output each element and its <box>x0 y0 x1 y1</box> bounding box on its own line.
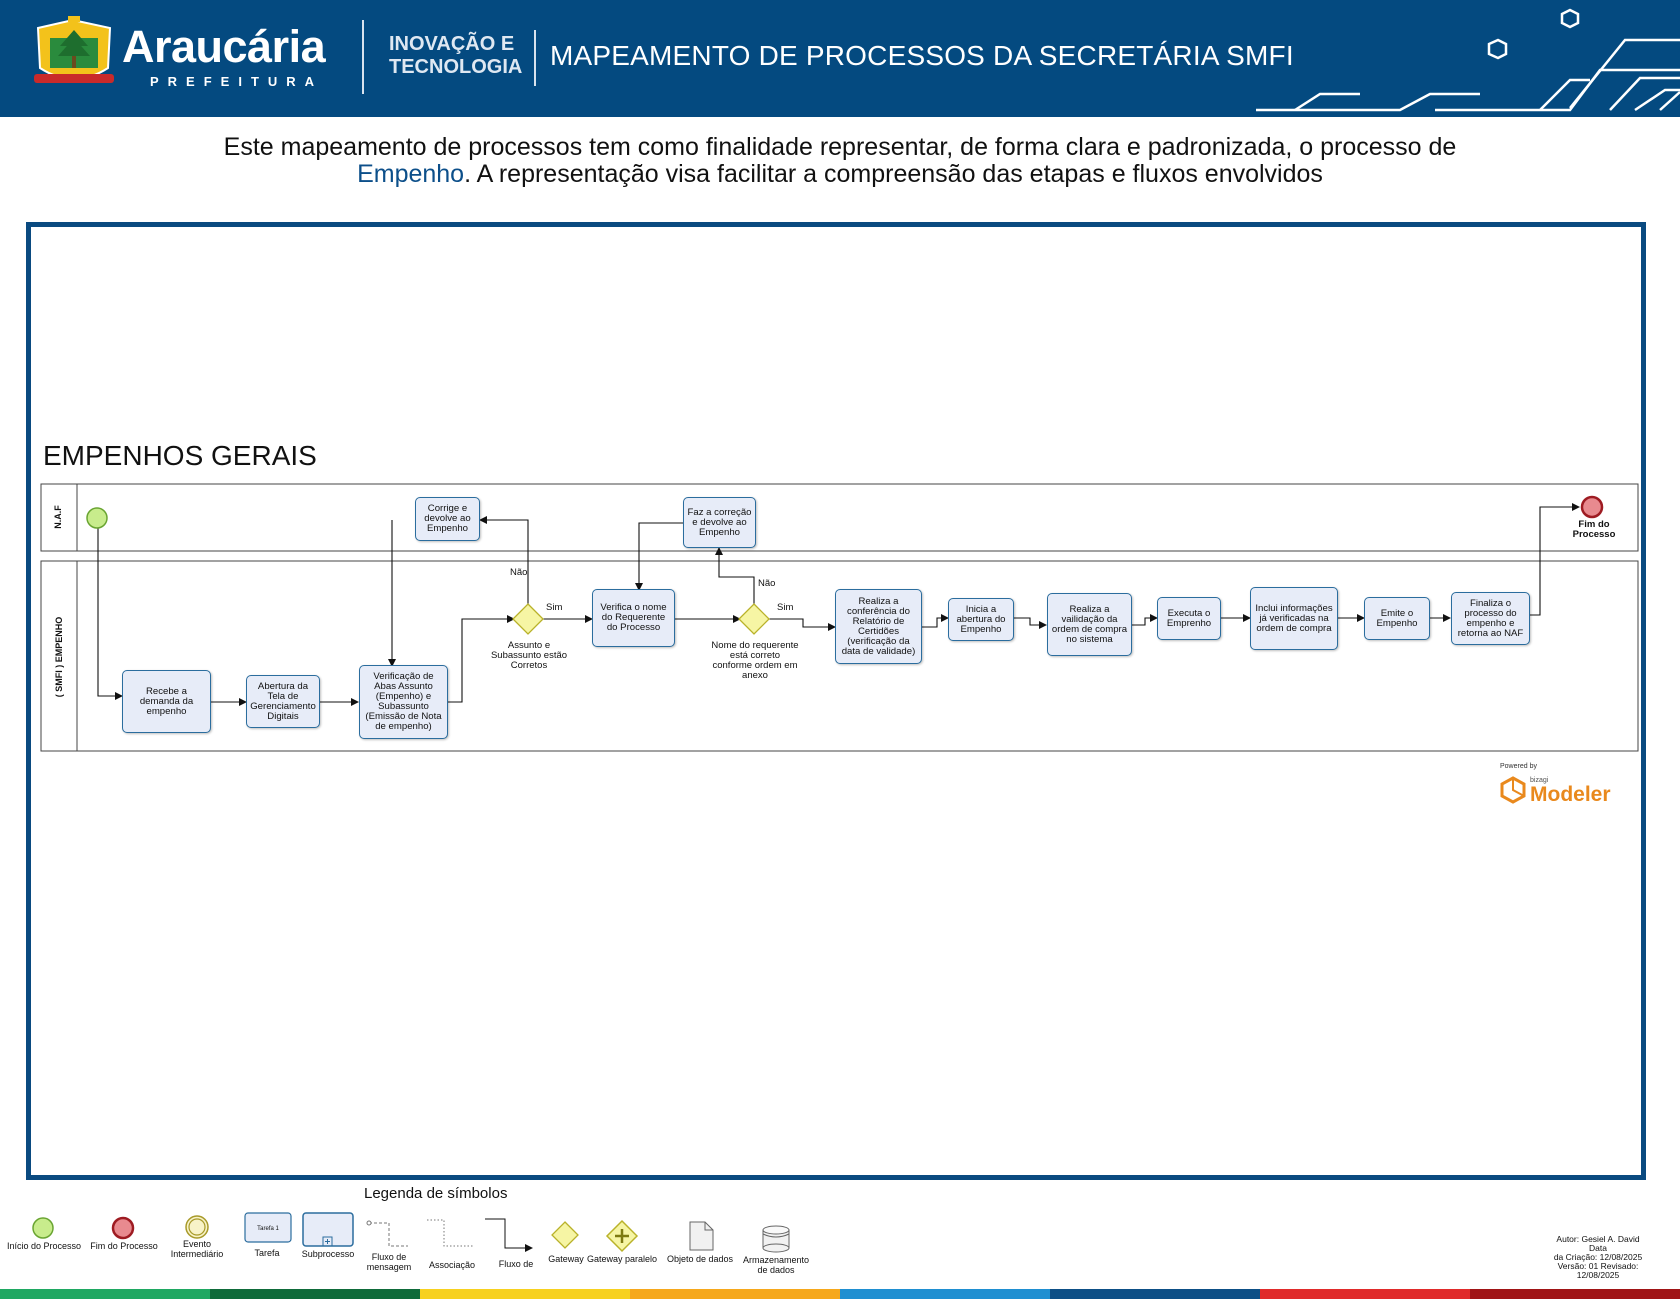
gateway-assunto <box>512 603 544 635</box>
task-inicia-abertura[interactable]: Inicia a abertura do Empenho <box>948 598 1014 641</box>
legend-end-label: Fim do Processo <box>90 1241 158 1251</box>
legend-start-label: Início do Processo <box>6 1241 82 1251</box>
task-faz-correcao[interactable]: Faz a correção e devolve ao Empenho <box>683 497 756 548</box>
unit-line-2: TECNOLOGIA <box>389 56 523 78</box>
author-line-1: Autor: Gesiel A. David Data <box>1556 1234 1640 1253</box>
flow-label-sim-1: Sim <box>546 602 563 613</box>
modeler-label: Modeler <box>1530 783 1611 806</box>
gateway-icon <box>551 1221 579 1249</box>
bizagi-label: bizagi <box>1530 777 1549 784</box>
author-line-3: Versão: 01 Revisado: <box>1557 1261 1639 1271</box>
task-inclui-informacoes[interactable]: Inclui informações já verificadas na ord… <box>1250 587 1338 650</box>
author-info: Autor: Gesiel A. David Data da Criação: … <box>1548 1235 1648 1280</box>
header-bar: Araucária PREFEITURA INOVAÇÃO E TECNOLOG… <box>0 0 1680 117</box>
flow-label-nao-2: Não <box>758 578 776 589</box>
flow-conferencia-inicia <box>922 614 949 628</box>
message-flow-icon <box>369 1222 408 1247</box>
legend-sequence-flow-label: Fluxo de <box>498 1259 534 1269</box>
color-bar-segment <box>0 1289 210 1299</box>
flow-inicia-validacao <box>1014 617 1047 629</box>
flow-label-nao-1: Não <box>510 567 528 578</box>
flow-gateway2-nao <box>715 547 755 605</box>
flow-label-sim-2: Sim <box>777 602 794 613</box>
color-bar-segment <box>420 1289 630 1299</box>
legend-data-store-label: Armazenamento de dados <box>742 1255 810 1275</box>
hexagon-icon <box>1560 8 1580 29</box>
page-title: MAPEAMENTO DE PROCESSOS DA SECRETÁRIA SM… <box>550 40 1294 71</box>
intro-highlight: Empenho <box>357 160 465 188</box>
legend-intermediate-label: Evento Intermediário <box>170 1239 224 1259</box>
end-event-label: Fim do Processo <box>1572 519 1616 540</box>
color-bar-segment <box>840 1289 1050 1299</box>
task-corrige-devolve[interactable]: Corrige e devolve ao Empenho <box>415 497 480 541</box>
color-bar-segment <box>630 1289 840 1299</box>
legend-association-label: Associação <box>428 1260 476 1270</box>
data-store-icon <box>762 1225 790 1253</box>
bottom-color-bar <box>0 1289 1680 1299</box>
flow-faz-correcao-verifica <box>635 522 683 591</box>
legend-icons <box>32 1212 790 1253</box>
bizagi-hexagon-icon <box>1500 776 1526 804</box>
gateway-nome-label: Nome do requerente está correto conforme… <box>711 640 799 681</box>
association-icon <box>427 1219 474 1247</box>
brand-subtitle: PREFEITURA <box>150 74 324 89</box>
start-event <box>86 507 108 529</box>
lane-label-empenho: ( SMFI ) EMPENHO <box>54 616 64 698</box>
color-bar-segment <box>210 1289 420 1299</box>
araucaria-logo <box>34 16 114 83</box>
color-bar-segment <box>1470 1289 1680 1299</box>
legend-parallel-gateway-label: Gateway paralelo <box>586 1254 658 1264</box>
circuit-decoration <box>1256 8 1680 112</box>
intro-line-1: Este mapeamento de processos tem como fi… <box>223 133 1457 161</box>
author-line-4: 12/08/2025 <box>1576 1270 1620 1280</box>
color-bar-segment <box>1260 1289 1470 1299</box>
sequence-flows <box>97 503 1580 706</box>
pool-title: EMPENHOS GERAIS <box>43 440 317 471</box>
lane-label-naf: N.A.F <box>53 505 63 529</box>
task-executa-empenho[interactable]: Executa o Emprenho <box>1157 597 1221 640</box>
gateway-nome-requerente <box>738 603 770 635</box>
task-icon <box>244 1212 292 1243</box>
task-emite-empenho[interactable]: Emite o Empenho <box>1364 597 1430 640</box>
legend-title: Legenda de símbolos <box>364 1185 508 1202</box>
end-event <box>1580 495 1604 519</box>
task-conferencia-certidoes[interactable]: Realiza a conferência do Relatório de Ce… <box>835 589 922 664</box>
lane-naf <box>40 483 1639 552</box>
task-verificacao-abas[interactable]: Verificação de Abas Assunto (Empenho) e … <box>359 665 448 739</box>
diagram-frame <box>26 222 1646 1180</box>
brand-name: Araucária <box>122 21 326 72</box>
sequence-flow-icon <box>485 1218 533 1252</box>
flow-validacao-executa <box>1132 614 1158 626</box>
end-event-icon <box>111 1216 135 1240</box>
author-line-2: da Criação: 12/08/2025 <box>1553 1252 1643 1262</box>
intro-text: Este mapeamento de processos tem como fi… <box>150 134 1530 188</box>
header-divider <box>362 20 364 94</box>
hexagon-icon <box>1487 38 1508 60</box>
data-object-icon <box>689 1221 714 1251</box>
powered-by-label: Powered by <box>1500 763 1537 770</box>
unit-line-1: INOVAÇÃO E <box>389 33 515 55</box>
intro-line-2: . A representação visa facilitar a compr… <box>464 160 1323 188</box>
legend-task-label: Tarefa <box>254 1248 280 1258</box>
color-bar-segment <box>1050 1289 1260 1299</box>
flow-gateway1-nao <box>479 516 529 605</box>
task-recebe-demanda[interactable]: Recebe a demanda da empenho <box>122 670 211 733</box>
legend-subprocess-label: Subprocesso <box>301 1249 355 1259</box>
task-verifica-nome[interactable]: Verifica o nome do Requerente do Process… <box>592 589 675 647</box>
task-abertura-tela[interactable]: Abertura da Tela de Gerenciamento Digita… <box>246 675 320 728</box>
task-finaliza-processo[interactable]: Finaliza o processo do empenho e retorna… <box>1451 592 1530 645</box>
legend-data-object-label: Objeto de dados <box>666 1254 734 1264</box>
start-event-icon <box>32 1217 54 1239</box>
unit-name: INOVAÇÃO E TECNOLOGIA <box>389 33 522 79</box>
flow-verificacao-gateway1 <box>448 615 515 703</box>
legend-gateway-label: Gateway <box>548 1254 584 1264</box>
legend-message-flow-label: Fluxo de mensagem <box>366 1252 412 1272</box>
flow-start-recebe <box>97 528 123 700</box>
header-divider-2 <box>534 30 536 86</box>
task-validacao-ordem[interactable]: Realiza a vailidação da ordem de compra … <box>1047 593 1132 656</box>
flow-gateway2-sim <box>769 618 836 631</box>
flow-finaliza-fim <box>1530 503 1580 616</box>
gateway-assunto-label: Assunto e Subassunto estão Corretos <box>490 640 568 671</box>
legend-task-inner: Tarefa 1 <box>257 1226 279 1232</box>
